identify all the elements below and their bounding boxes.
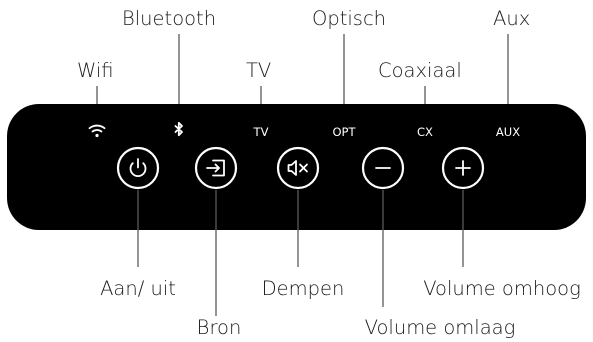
source-button[interactable]	[194, 146, 238, 190]
label-volume-down: Volume omlaag	[365, 316, 516, 339]
wifi-icon	[88, 124, 106, 138]
plus-icon	[455, 160, 471, 176]
speaker-mute-icon	[287, 160, 308, 176]
bluetooth-icon	[174, 121, 183, 137]
label-tv: TV	[246, 59, 271, 82]
indicator-aux: AUX	[496, 125, 520, 139]
label-source: Bron	[197, 316, 242, 339]
source-input-icon	[206, 159, 225, 177]
label-bluetooth: Bluetooth	[122, 7, 216, 30]
mute-button[interactable]	[276, 146, 320, 190]
power-icon	[129, 158, 147, 177]
label-coaxiaal: Coaxiaal	[378, 59, 462, 82]
power-button[interactable]	[116, 146, 160, 190]
label-optisch: Optisch	[312, 7, 386, 30]
label-wifi: Wifi	[77, 59, 114, 82]
volume-down-button[interactable]	[361, 146, 405, 190]
label-volume-up: Volume omhoog	[423, 277, 581, 300]
indicator-cx: CX	[417, 125, 433, 139]
volume-up-button[interactable]	[441, 146, 485, 190]
indicator-tv: TV	[253, 125, 269, 139]
indicator-opt: OPT	[332, 125, 356, 139]
label-power: Aan/ uit	[100, 277, 176, 300]
label-mute: Dempen	[262, 277, 345, 300]
label-aux: Aux	[493, 7, 530, 30]
